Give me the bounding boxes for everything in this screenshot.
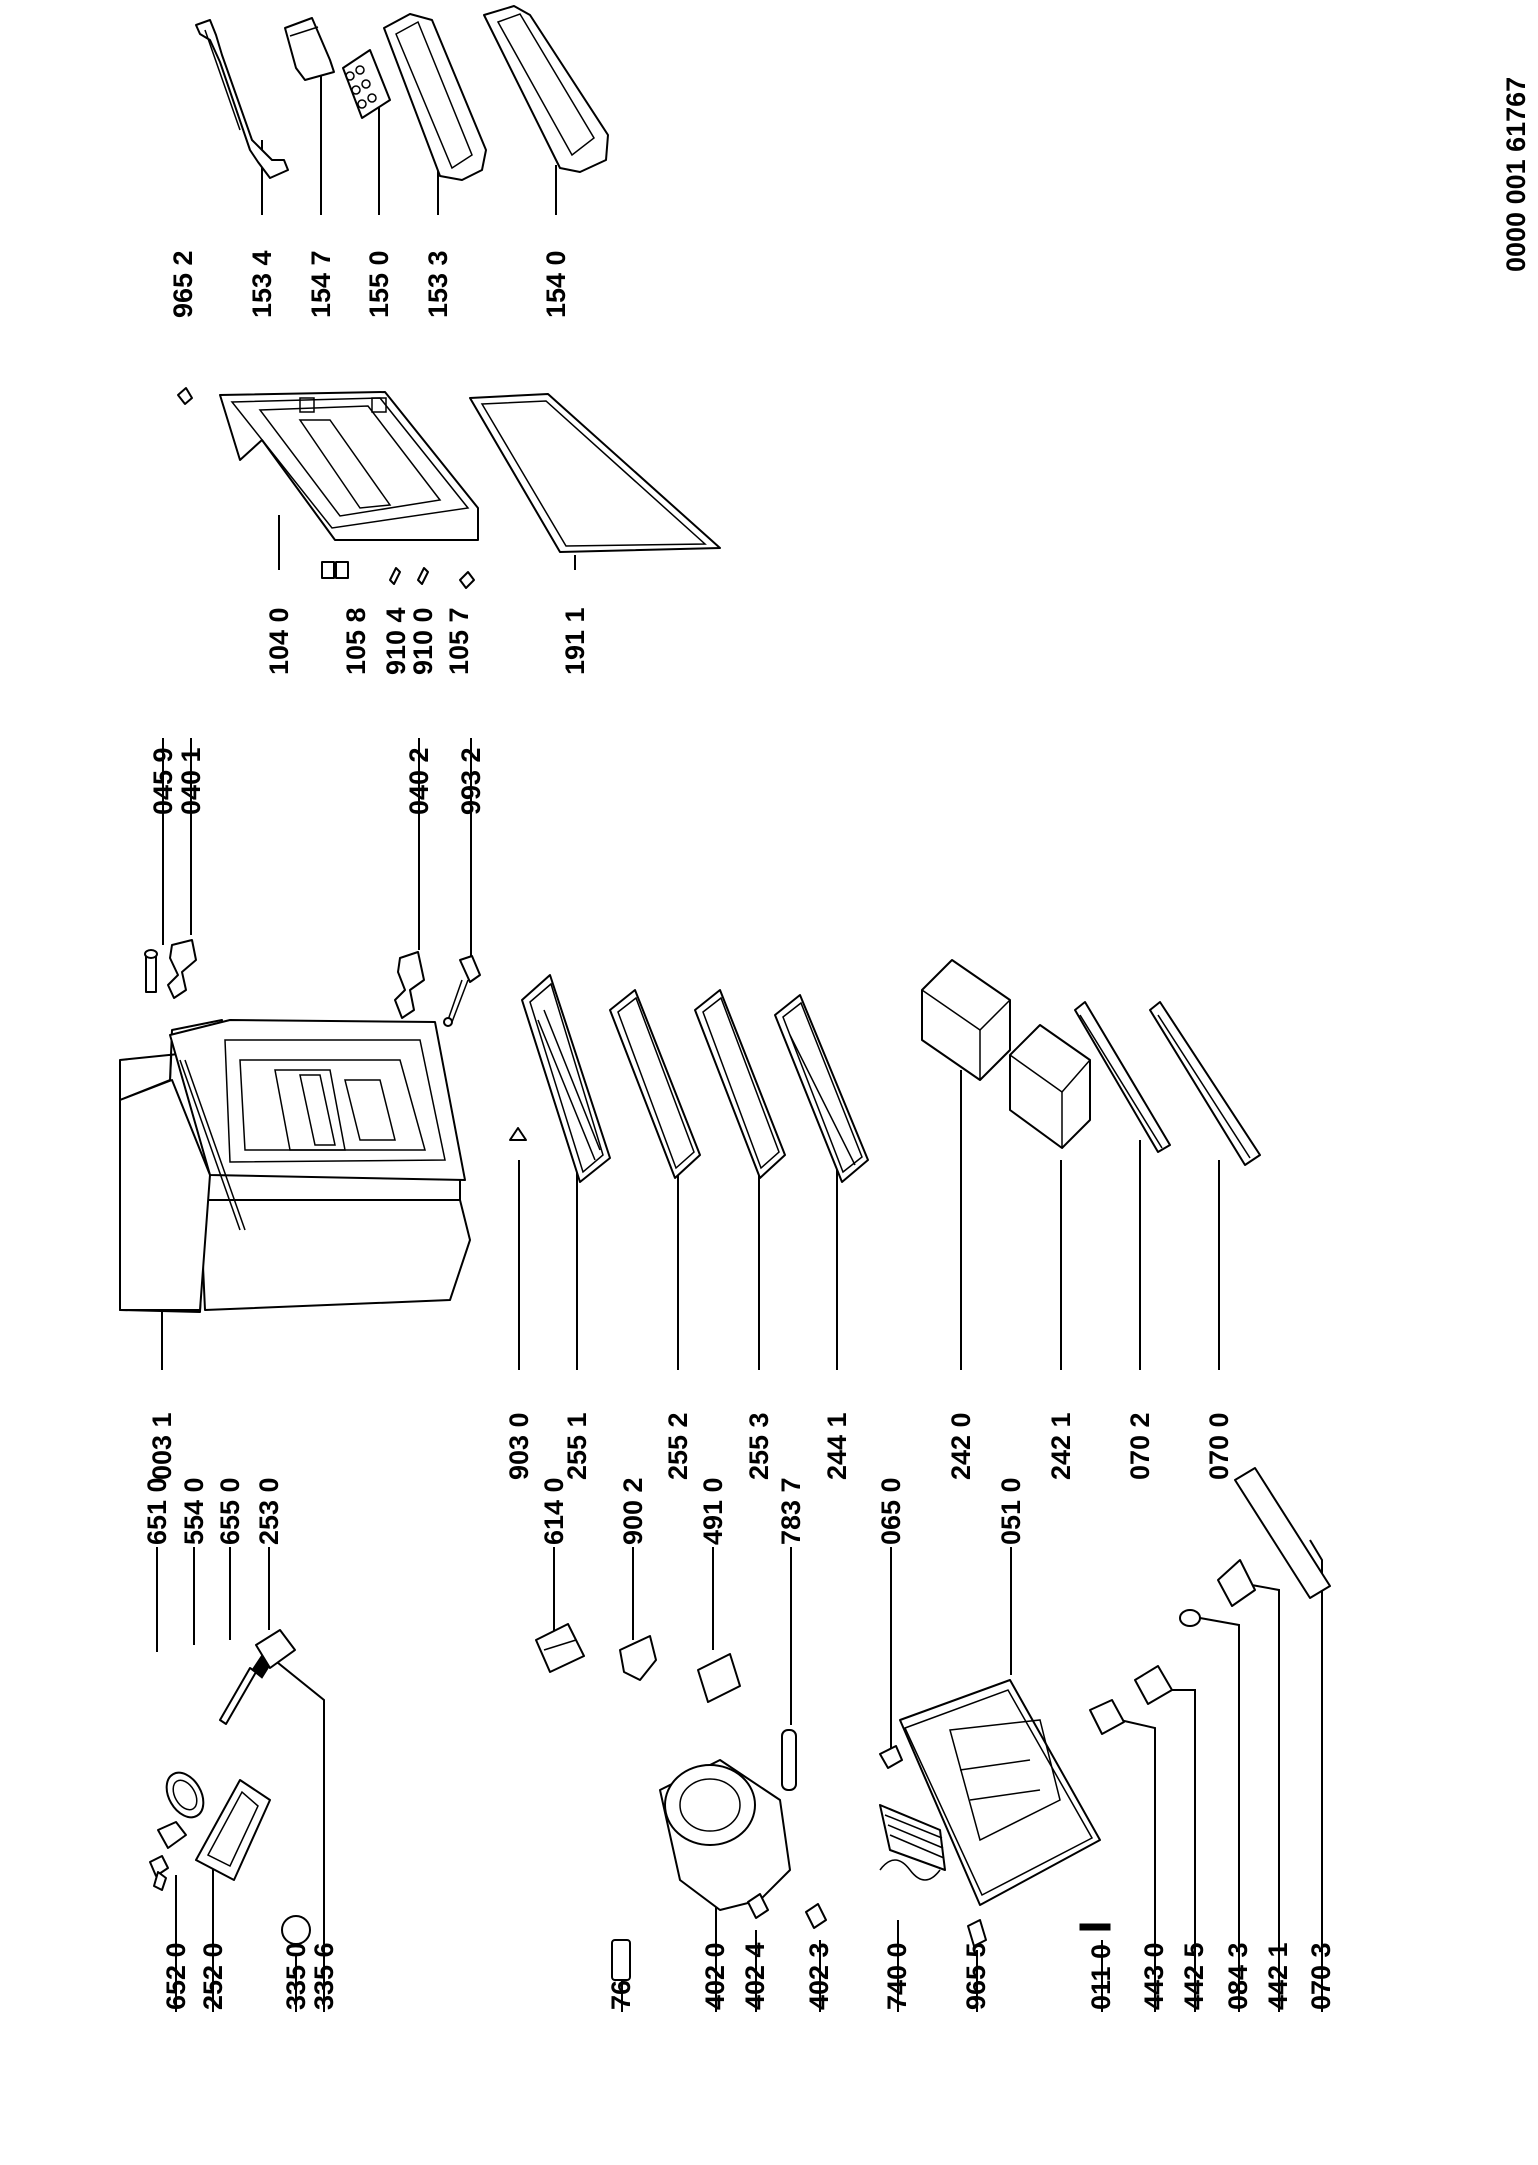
part-label-154-7: 154 7 [306, 250, 336, 318]
base-group [899, 1467, 1331, 1906]
part-label-105-7: 105 7 [444, 607, 474, 675]
part-label-910-0: 910 0 [408, 607, 438, 675]
part-label-104-0: 104 0 [264, 607, 294, 675]
part-label-105-8: 105 8 [341, 607, 371, 675]
shelves-group [509, 974, 869, 1183]
cabinet [119, 1019, 471, 1313]
part-label-965-2: 965 2 [168, 250, 198, 318]
control-group [149, 1629, 311, 1945]
document-id-text: 0000 001 61767 [1501, 77, 1531, 272]
part-label-070-2: 070 2 [1125, 1412, 1155, 1480]
electrical-group [535, 1623, 797, 1791]
part-label-065-0: 065 0 [876, 1477, 906, 1545]
part-label-491-0: 491 0 [698, 1477, 728, 1545]
part-label-153-4: 153 4 [247, 250, 277, 318]
part-label-255-1: 255 1 [562, 1412, 592, 1480]
part-label-051-0: 051 0 [996, 1477, 1026, 1545]
part-label-655-0: 655 0 [215, 1477, 245, 1545]
part-label-253-0: 253 0 [254, 1477, 284, 1545]
part-label-903-0: 903 0 [504, 1412, 534, 1480]
part-label-255-3: 255 3 [744, 1412, 774, 1480]
hinges-group [144, 939, 481, 1027]
part-label-154-0: 154 0 [541, 250, 571, 318]
compressor-group [611, 1745, 1111, 1981]
part-label-614-0: 614 0 [539, 1477, 569, 1545]
document-number: 0000 001 61767 [1501, 77, 1531, 272]
part-label-155-0: 155 0 [364, 250, 394, 318]
part-label-783-7: 783 7 [776, 1477, 806, 1545]
part-label-255-2: 255 2 [663, 1412, 693, 1480]
part-label-900-2: 900 2 [618, 1477, 648, 1545]
door-bins-group [177, 5, 609, 405]
part-label-003-1: 003 1 [147, 1412, 177, 1480]
part-label-191-1: 191 1 [560, 607, 590, 675]
door-assembly [219, 391, 721, 589]
part-label-910-4: 910 4 [381, 607, 411, 675]
part-label-244-1: 244 1 [822, 1412, 852, 1480]
part-label-242-0: 242 0 [946, 1412, 976, 1480]
part-label-070-0: 070 0 [1204, 1412, 1234, 1480]
part-label-651-0: 651 0 [142, 1477, 172, 1545]
part-label-554-0: 554 0 [179, 1477, 209, 1545]
crispers-group [921, 959, 1261, 1166]
part-label-242-1: 242 1 [1046, 1412, 1076, 1480]
part-label-153-3: 153 3 [423, 250, 453, 318]
